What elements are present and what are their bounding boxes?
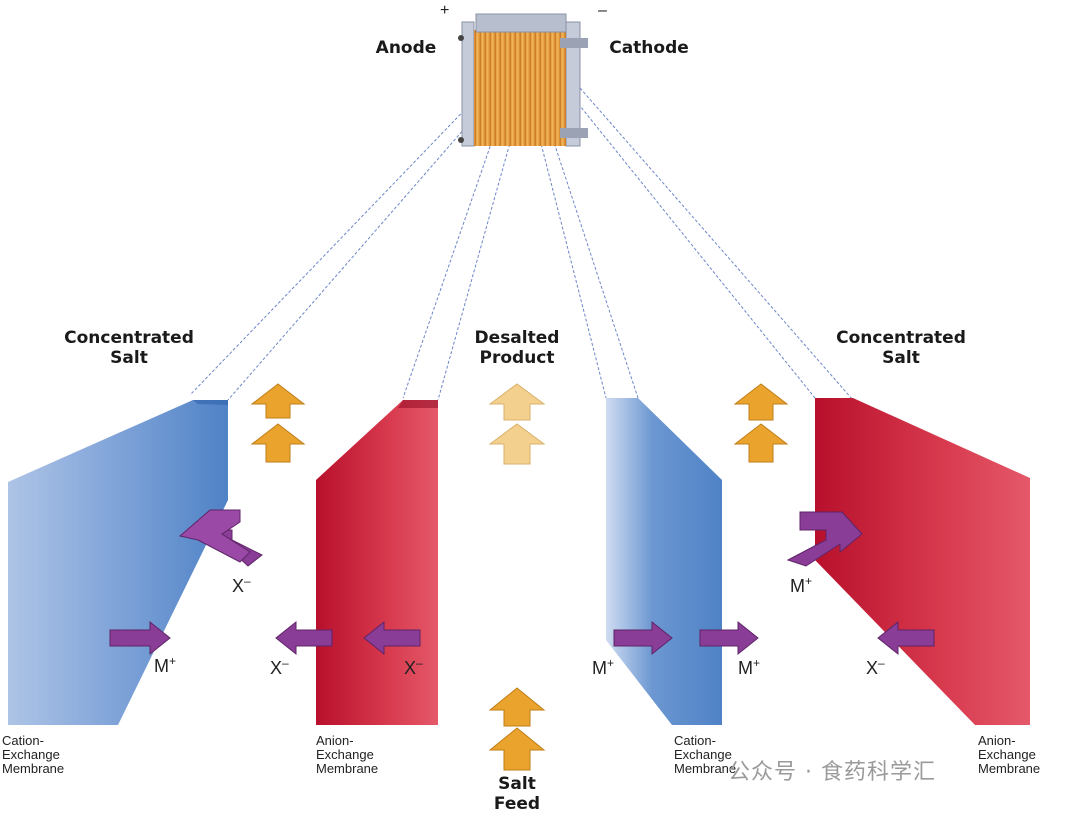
ion-arrows — [109, 509, 935, 656]
concentrated-salt-label-left: Concentrated Salt — [64, 328, 194, 368]
anion-arrow-1 — [275, 620, 333, 656]
cation-membrane-label-left: Cation- Exchange Membrane — [2, 733, 65, 776]
anion-arrow-3 — [877, 620, 935, 656]
plus-sign: + — [440, 2, 450, 19]
flow-arrows-concentrated-right — [733, 383, 789, 463]
ion-label-anion-2: X– — [270, 656, 289, 678]
minus-sign: – — [598, 2, 607, 19]
cathode-label: Cathode — [609, 38, 689, 58]
watermark: 公众号 · 食药科学汇 — [728, 760, 936, 785]
cation-arrow-3 — [699, 620, 759, 656]
anion-membrane-label-left: Anion- Exchange Membrane — [316, 733, 379, 776]
anion-arrow-2 — [363, 620, 421, 656]
ion-label-cation-1: M+ — [154, 654, 177, 676]
cation-arrow-2 — [613, 620, 673, 656]
desalted-product-label: Desalted Product — [474, 328, 560, 368]
cation-arrow-bent-right — [786, 511, 863, 567]
guide-lines — [189, 87, 854, 401]
cation-arrow-left — [109, 620, 171, 656]
ion-label-anion-3: X– — [404, 656, 423, 678]
ed-stack — [458, 13, 588, 147]
cation-membrane-label-right: Cation- Exchange Membrane — [674, 733, 737, 776]
anion-membrane-right — [815, 398, 1030, 725]
flow-arrows-desalted — [488, 383, 546, 465]
ion-label-anion-4: X– — [866, 656, 885, 678]
cation-membrane-left — [8, 400, 228, 725]
anode-label: Anode — [375, 38, 437, 58]
ion-label-cation-2: M+ — [592, 656, 615, 678]
ion-label-anion-1: X– — [232, 574, 251, 596]
anion-membrane-label-right: Anion- Exchange Membrane — [978, 733, 1041, 776]
concentrated-salt-label-right: Concentrated Salt — [836, 328, 966, 368]
ion-label-cation-4: M+ — [790, 574, 813, 596]
ion-label-cation-3: M+ — [738, 656, 761, 678]
flow-arrows-concentrated-left — [250, 383, 306, 463]
cation-membrane-right — [606, 398, 722, 725]
flow-arrows-salt-feed — [488, 687, 546, 771]
salt-feed-label: Salt Feed — [493, 774, 541, 814]
